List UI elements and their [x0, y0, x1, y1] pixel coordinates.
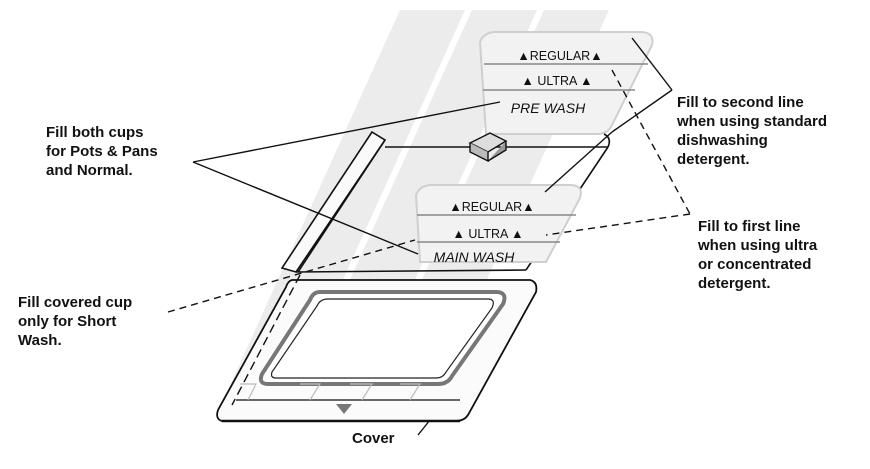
main-wash-ultra-label: ▲ ULTRA ▲ [452, 227, 523, 241]
pre-wash-ultra-label: ▲ ULTRA ▲ [521, 74, 592, 88]
pre-wash-regular-label: ▲REGULAR▲ [517, 49, 602, 63]
callout-cover: Cover [352, 430, 395, 447]
callout-second-line: Fill to second line when using standard … [677, 94, 828, 168]
pre-wash-label: PRE WASH [511, 100, 586, 116]
callout-covered-cup: Fill covered cup only for Short Wash. [18, 294, 133, 349]
pre-wash-cup: ▲REGULAR▲ ▲ ULTRA ▲ PRE WASH [478, 31, 654, 135]
leader-lines [192, 37, 673, 436]
main-wash-regular-label: ▲REGULAR▲ [449, 200, 534, 214]
main-wash-label: MAIN WASH [434, 249, 516, 265]
callout-both-cups: Fill both cups for Pots & Pans and Norma… [46, 124, 158, 179]
dashed-leader-lines [167, 69, 691, 406]
main-wash-cup: ▲REGULAR▲ ▲ ULTRA ▲ MAIN WASH [414, 184, 582, 265]
cover [216, 279, 538, 423]
latch-icon [468, 132, 508, 163]
callout-first-line: Fill to first line when using ultra or c… [698, 218, 818, 292]
